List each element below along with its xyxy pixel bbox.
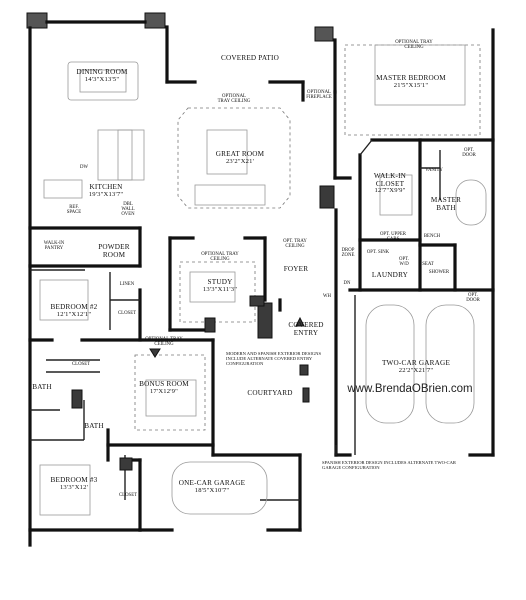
opt-sink-label: OPT. SINK	[366, 250, 390, 255]
ref-space-label: REF. SPACE	[66, 205, 82, 216]
walk-in-closet-label: WALK-IN CLOSET 12'7"X9'9"	[368, 172, 412, 195]
thin-walls	[30, 139, 441, 501]
opt-door-bath-label: OPT. DOOR	[462, 148, 476, 159]
shower-label: SHOWER	[428, 270, 450, 275]
bench-label: BENCH	[423, 234, 441, 239]
opt-tray-master-label: OPTIONAL TRAY CEILING	[395, 40, 433, 51]
bedroom-2-name: BEDROOM #2	[50, 303, 98, 311]
wh-label: WH	[323, 294, 331, 299]
wall-marks	[71, 295, 310, 471]
two-car-garage-label: TWO-CAR GARAGE 22'2"X21'7"	[366, 359, 466, 374]
linen-name: LINEN	[119, 282, 135, 287]
powder-room-label: POWDER ROOM	[92, 243, 136, 259]
pillar	[314, 26, 334, 42]
courtyard-name: COURTYARD	[247, 389, 293, 397]
study-dim: 13'3"X11'3"	[202, 285, 238, 293]
bonus-room-dim: 17'X12'9"	[149, 387, 179, 395]
walk-in-pantry-name: WALK-IN PANTRY	[43, 241, 65, 252]
bath-1-name: BATH	[32, 383, 52, 391]
opt-fireplace-label: OPTIONAL FIREPLACE	[306, 90, 332, 101]
laundry-name: LAUNDRY	[371, 271, 409, 279]
courtyard-label: COURTYARD	[240, 389, 300, 398]
two-car-garage-name: TWO-CAR GARAGE	[381, 359, 451, 367]
vanity-label: VANITY	[425, 168, 443, 173]
master-bath-label: MASTER BATH	[428, 196, 464, 212]
pillar	[144, 12, 166, 29]
spanish-garage-note: SPANISH EXTERIOR DESIGN INCLUDES ALTERNA…	[322, 460, 456, 470]
dw-label: DW	[80, 165, 88, 170]
walk-in-closet-dim: 12'7"X9'9"	[374, 187, 406, 195]
bonus-room-label: BONUS ROOM 17'X12'9"	[136, 380, 192, 395]
covered-patio-label: COVERED PATIO	[215, 54, 285, 63]
drop-zone-label: DROP ZONE	[341, 248, 355, 259]
foyer-name: FOYER	[283, 265, 309, 273]
covered-patio-name: COVERED PATIO	[220, 54, 280, 62]
walk-in-pantry-label: WALK-IN PANTRY	[36, 241, 72, 251]
bonus-room-name: BONUS ROOM	[139, 380, 189, 388]
covered-entry-label: COVERED ENTRY	[281, 321, 331, 337]
dining-room-name: DINING ROOM	[76, 68, 128, 76]
master-bath-name: MASTER BATH	[430, 196, 462, 212]
great-room-dim: 23'2"X21'	[225, 157, 255, 165]
closet-hall-name: CLOSET	[71, 362, 91, 367]
watermark[interactable]: www.BrendaOBrien.com	[347, 383, 473, 395]
bath-1-label: BATH	[30, 383, 54, 392]
master-bedroom-label: MASTER BEDROOM 21'5"X15'1"	[366, 74, 456, 89]
kitchen-dim: 19'3"X13'7"	[88, 190, 124, 198]
one-car-garage-name: ONE-CAR GARAGE	[178, 479, 246, 487]
laundry-label: LAUNDRY	[366, 271, 414, 280]
closet-b3-label: CLOSET	[114, 493, 142, 498]
master-bedroom-name: MASTER BEDROOM	[376, 74, 446, 82]
dining-room-label: DINING ROOM 14'3"X13'5"	[62, 68, 142, 83]
one-car-garage-label: ONE-CAR GARAGE 18'5"X10'7"	[172, 479, 252, 494]
bedroom-3-dim: 13'3"X12'	[59, 483, 89, 491]
opt-tray-great-label: OPTIONAL TRAY CEILING	[217, 94, 251, 105]
opt-wd-label: OPT. W/D	[399, 257, 409, 268]
two-car-garage-dim: 22'2"X21'7"	[398, 366, 434, 374]
great-room-name: GREAT ROOM	[215, 150, 265, 158]
opt-upper-cabs-label: OPT. UPPER CABS	[379, 232, 407, 243]
closet-b3-name: CLOSET	[118, 493, 138, 498]
walls	[28, 20, 495, 547]
master-bedroom-dim: 21'5"X15'1"	[393, 81, 429, 89]
linen-label: LINEN	[114, 282, 140, 287]
opt-door-garage-label: OPT. DOOR	[466, 293, 480, 304]
great-room-label: GREAT ROOM 23'2"X21'	[205, 150, 275, 165]
bedroom-3-label: BEDROOM #3 13'3"X12'	[44, 476, 104, 491]
dn-label: DN	[343, 281, 351, 286]
covered-entry-name: COVERED ENTRY	[288, 321, 324, 337]
study-label: STUDY 13'3"X11'3"	[190, 278, 250, 293]
kitchen-name: KITCHEN	[89, 183, 123, 191]
bedroom-2-dim: 12'1"X12'1"	[56, 310, 92, 318]
opt-tray-foyer-label: OPT. TRAY CEILING	[283, 239, 307, 250]
foyer-label: FOYER	[279, 265, 313, 274]
one-car-garage-dim: 18'5"X10'7"	[194, 486, 230, 494]
kitchen-label: KITCHEN 19'3"X13'7"	[76, 183, 136, 198]
opt-tray-bonus-label: OPTIONAL TRAY CEILING	[145, 337, 183, 348]
study-name: STUDY	[207, 278, 233, 286]
opt-tray-study-label: OPTIONAL TRAY CEILING	[201, 252, 239, 263]
modern-spanish-note: MODERN AND SPANISH EXTERIOR DESIGNS INCL…	[226, 351, 322, 366]
closet-hall-label: CLOSET	[66, 362, 96, 367]
dining-room-dim: 14'3"X13'5"	[84, 75, 120, 83]
closet-b2-label: CLOSET	[114, 311, 140, 316]
walk-in-closet-name: WALK-IN CLOSET	[373, 172, 407, 188]
closet-b2-name: CLOSET	[117, 311, 137, 316]
bath-2-name: BATH	[84, 422, 104, 430]
pillar	[26, 12, 48, 29]
bedroom-3-name: BEDROOM #3	[50, 476, 98, 484]
pillar	[257, 302, 273, 339]
furniture	[39, 44, 487, 516]
bath-2-label: BATH	[82, 422, 106, 431]
dbl-wall-oven-label: DBL WALL OVEN	[121, 202, 135, 218]
seat-label: SEAT	[422, 262, 434, 267]
bedroom-2-label: BEDROOM #2 12'1"X12'1"	[44, 303, 104, 318]
pillar	[319, 185, 335, 209]
powder-room-name: POWDER ROOM	[98, 243, 130, 259]
